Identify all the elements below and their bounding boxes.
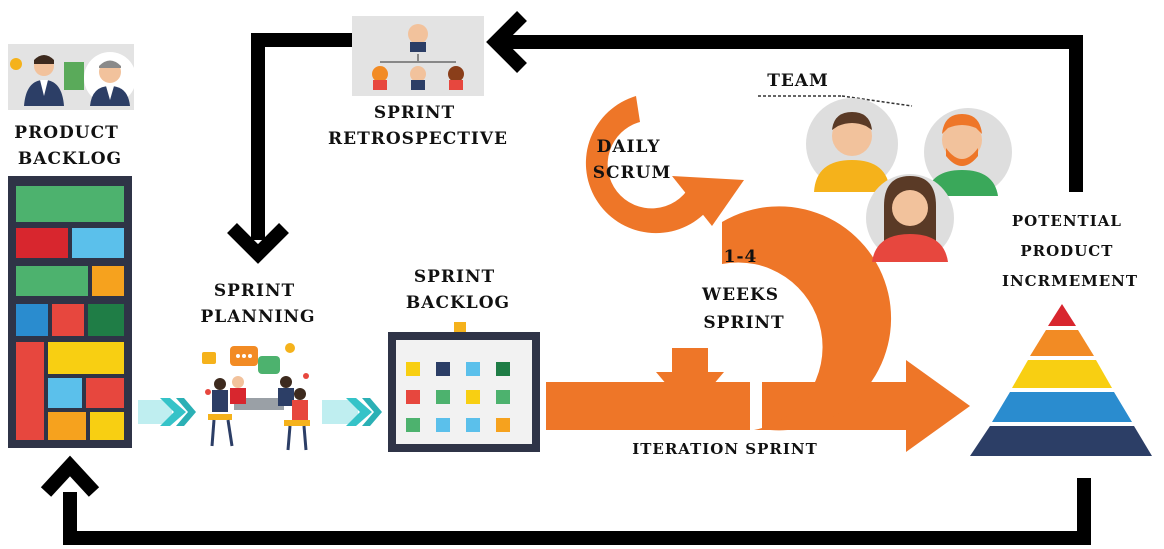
product-backlog-group: PRODUCT BACKLOG bbox=[8, 44, 136, 448]
meeting-icon bbox=[202, 343, 310, 451]
sprint-planning-label-line2: PLANNING bbox=[200, 307, 315, 327]
chevron-connector-2 bbox=[322, 398, 382, 426]
product-increment-group: POTENTIAL PRODUCT INCRMEMENT bbox=[970, 212, 1152, 456]
arrowhead-down-icon bbox=[227, 223, 289, 264]
loop-arrows bbox=[63, 33, 1091, 545]
arrowhead-left-icon bbox=[486, 11, 527, 73]
iteration-band-left bbox=[546, 382, 750, 430]
daily-scrum-arrowhead-icon bbox=[672, 176, 744, 226]
sprint-retrospective-group: SPRINT RETROSPECTIVE bbox=[328, 16, 508, 149]
sprint-planning-label-line1: SPRINT bbox=[214, 281, 295, 301]
weeks-sprint-label-line1: 1-4 bbox=[724, 247, 758, 267]
product-backlog-board bbox=[8, 176, 132, 448]
svg-text:DAILY SCRUM: DAILY SCRUM bbox=[593, 137, 672, 183]
product-backlog-label-line1: PRODUCT bbox=[14, 123, 118, 143]
daily-scrum-label-line2: SCRUM bbox=[593, 163, 672, 183]
sprint-cycle: DAILY SCRUM 1-4 WEEKS SPRINT ITERATION S… bbox=[546, 96, 970, 458]
svg-text:SPRINT BACKLOG: SPRINT BACKLOG bbox=[406, 267, 510, 313]
increment-label-line3: INCRMEMENT bbox=[1002, 272, 1138, 290]
sprint-retrospective-label-line1: SPRINT bbox=[374, 103, 455, 123]
team-group: TEAM bbox=[758, 71, 1012, 262]
svg-text:PRODUCT BACKLOG: PRODUCT BACKLOG bbox=[14, 123, 125, 169]
daily-scrum-ring bbox=[585, 96, 706, 234]
top-return-arrow bbox=[500, 35, 1083, 192]
chevron-connector-1 bbox=[138, 398, 196, 426]
arrow-heads bbox=[40, 11, 527, 497]
increment-label-line2: PRODUCT bbox=[1020, 242, 1113, 260]
svg-text:POTENTIAL PRODUCT: POTENTIAL PRODUCT INCRMEMENT bbox=[1002, 212, 1138, 290]
pyramid-icon bbox=[970, 304, 1152, 456]
svg-text:SPRINT PLANNING: SPRINT PLANNING bbox=[200, 281, 315, 327]
team-label: TEAM bbox=[767, 71, 829, 91]
increment-label-line1: POTENTIAL bbox=[1012, 212, 1122, 230]
org-chart-icon bbox=[352, 16, 484, 96]
retro-to-planning-arrow bbox=[251, 33, 352, 240]
task-board-icon bbox=[388, 322, 540, 452]
sprint-backlog-label-line1: SPRINT bbox=[414, 267, 495, 287]
weeks-sprint-label-line3: SPRINT bbox=[703, 313, 784, 333]
team-avatars-icon bbox=[806, 98, 1012, 262]
sprint-backlog-group: SPRINT BACKLOG bbox=[388, 267, 540, 452]
product-backlog-label-line2: BACKLOG bbox=[18, 149, 122, 169]
weeks-sprint-label-line2: WEEKS bbox=[701, 285, 779, 305]
sprint-planning-group: SPRINT PLANNING bbox=[200, 281, 315, 451]
svg-text:SPRINT RETROSPECTIVE: SPRINT RETROSPECTIVE bbox=[328, 103, 508, 149]
weeks-sprint-ring bbox=[722, 206, 892, 431]
arrowhead-up-icon bbox=[40, 455, 100, 497]
iteration-arrowhead-icon bbox=[906, 360, 970, 452]
sprint-retrospective-label-line2: RETROSPECTIVE bbox=[328, 129, 508, 149]
daily-scrum-label-line1: DAILY bbox=[597, 137, 661, 157]
iteration-sprint-label: ITERATION SPRINT bbox=[632, 440, 818, 458]
bottom-return-arrow bbox=[63, 478, 1091, 545]
sprint-backlog-label-line2: BACKLOG bbox=[406, 293, 510, 313]
ring-arrowhead-icon bbox=[656, 348, 724, 412]
svg-text:1-4 WEEKS SPRINT: 1-4 WEEKS SPRINT bbox=[701, 247, 786, 333]
